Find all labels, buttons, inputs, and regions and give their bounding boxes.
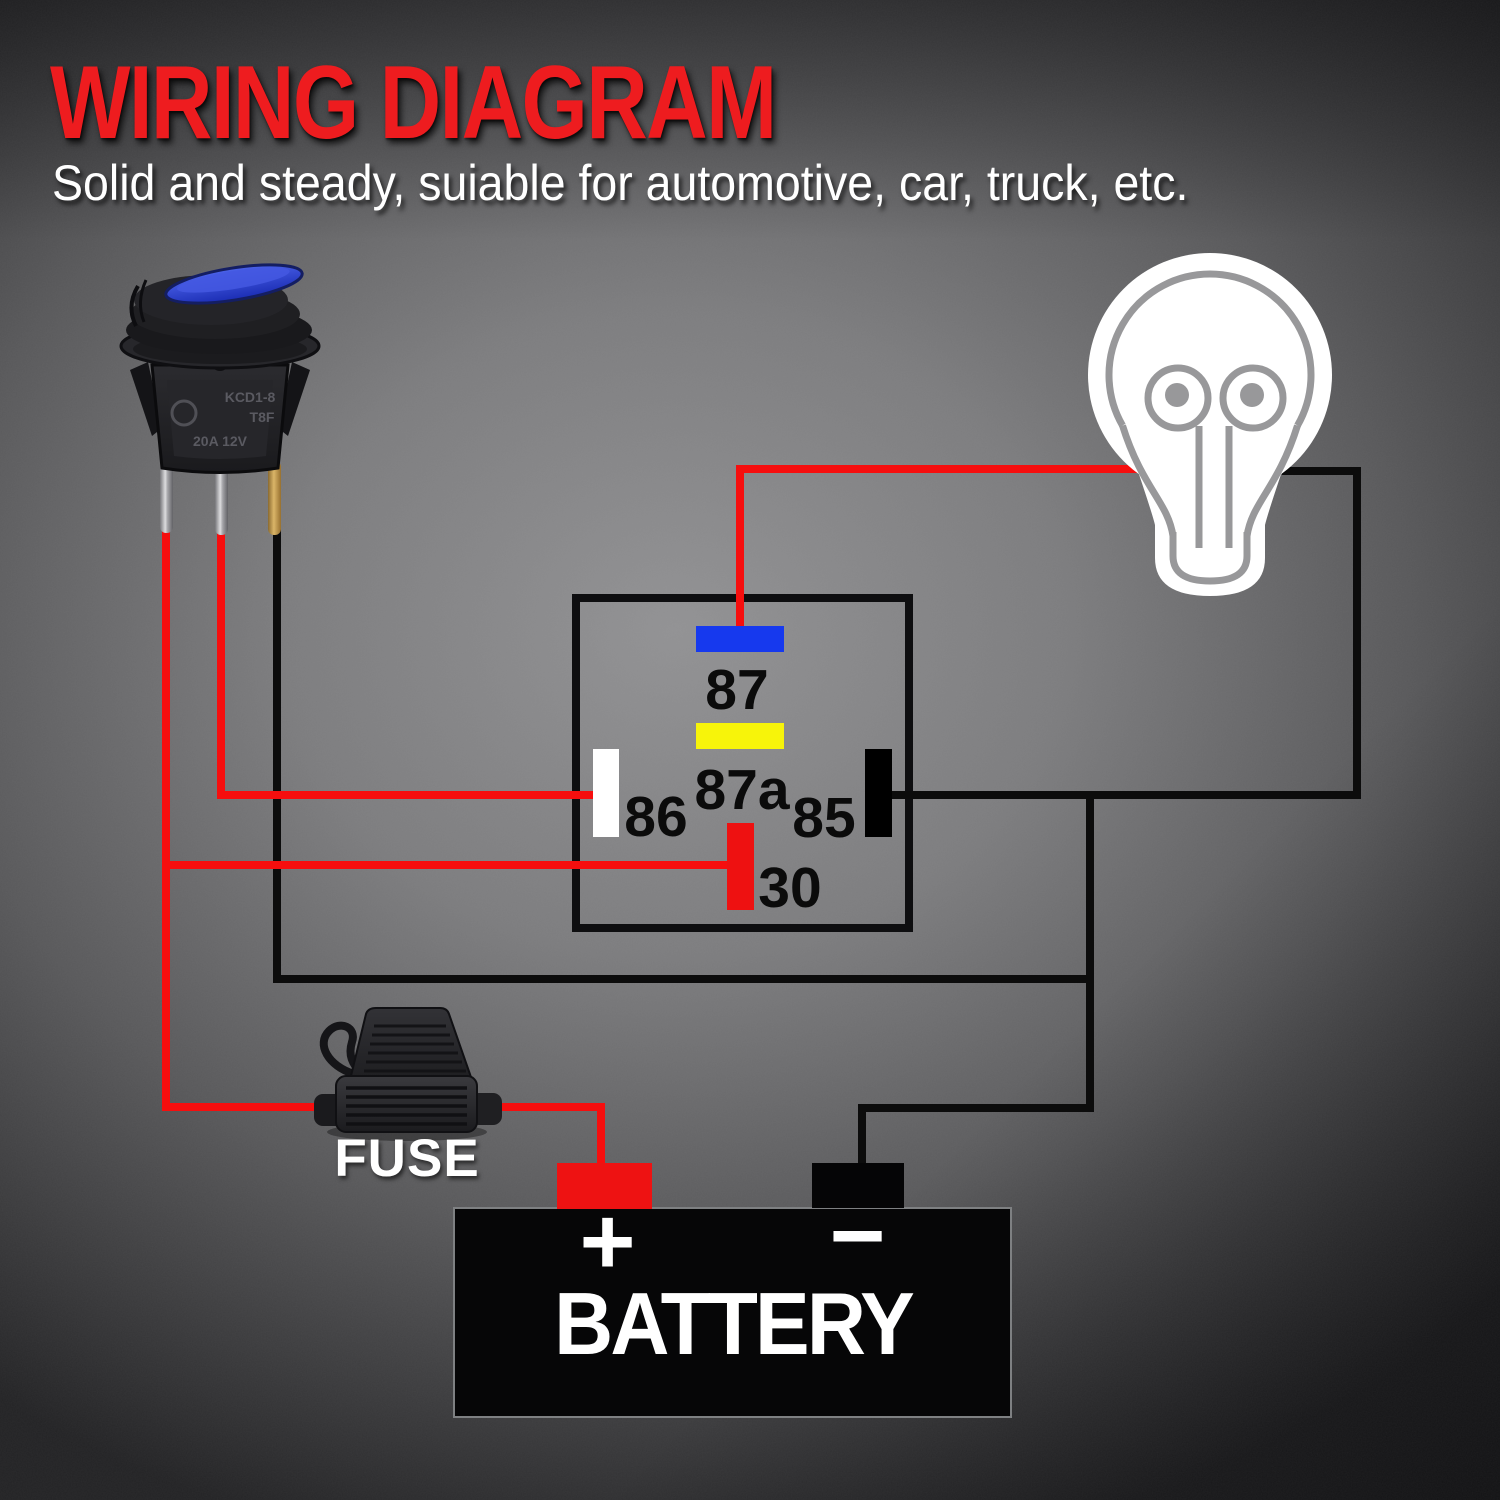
bulb-filament-dot-right xyxy=(1240,383,1264,407)
battery-minus-sign: − xyxy=(829,1182,886,1289)
switch-rating-text: 20A 12V xyxy=(193,433,248,449)
relay-pin-87a-bar xyxy=(696,723,784,749)
bulb-silhouette xyxy=(1088,253,1332,596)
wire-battery-negative-trunk xyxy=(858,791,1094,1185)
battery-label: BATTERY xyxy=(554,1274,915,1373)
bulb-filament-dot-left xyxy=(1165,383,1189,407)
page-title: WIRING DIAGRAM xyxy=(50,45,777,161)
relay-pin-85-label: 85 xyxy=(792,786,856,850)
wire-switch-right-pin-to-ground xyxy=(273,528,1086,983)
relay-pin-87-bar xyxy=(696,626,784,652)
relay-pin-87-label: 87 xyxy=(705,658,769,722)
switch-model-text: KCD1-8 xyxy=(225,389,276,405)
rocker-switch-image: KCD1-8 T8F 20A 12V xyxy=(119,263,321,535)
relay-pin-86-label: 86 xyxy=(624,785,688,849)
relay-pin-30-label: 30 xyxy=(758,856,822,920)
fuse-label: FUSE xyxy=(334,1129,480,1188)
light-bulb-icon xyxy=(1088,253,1332,596)
switch-rating-code: T8F xyxy=(250,409,275,425)
relay-pin-85-bar xyxy=(865,749,892,837)
page-subtitle: Solid and steady, suiable for automotive… xyxy=(52,155,1189,211)
